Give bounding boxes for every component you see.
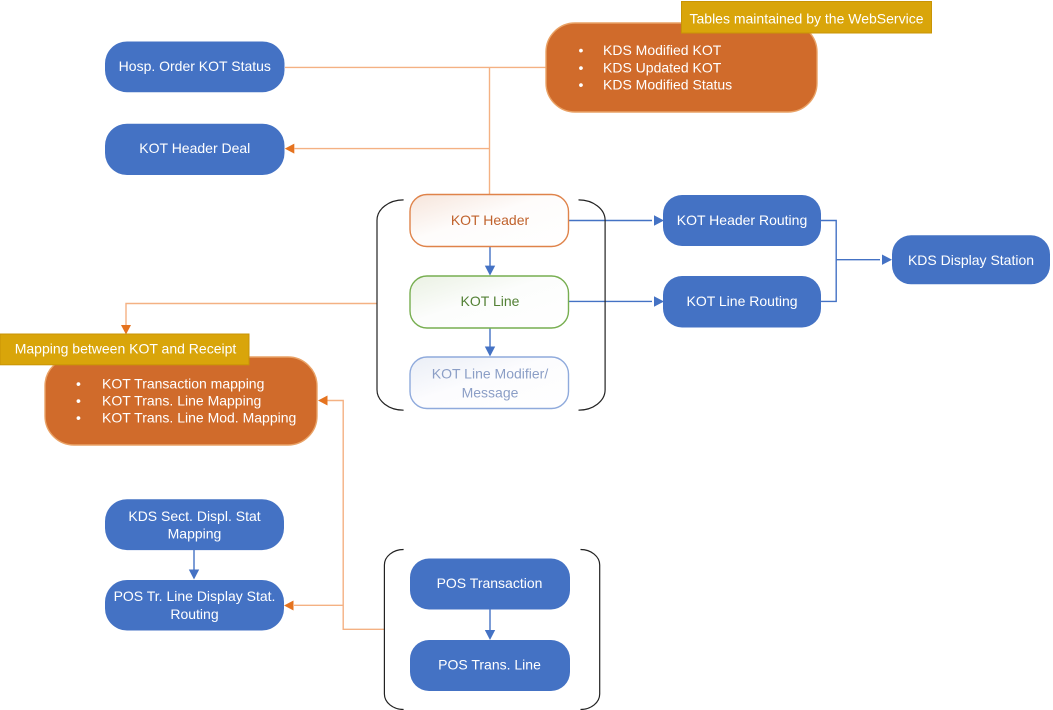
svg-text:KOT Trans. Line Mapping: KOT Trans. Line Mapping bbox=[102, 393, 261, 409]
svg-text:Mapping: Mapping bbox=[168, 525, 222, 541]
svg-text:KOT Header Deal: KOT Header Deal bbox=[139, 140, 250, 156]
svg-text:POS Tr. Line Display Stat.: POS Tr. Line Display Stat. bbox=[114, 588, 276, 604]
svg-text:KDS Sect. Displ. Stat: KDS Sect. Displ. Stat bbox=[128, 508, 260, 524]
svg-text:•: • bbox=[76, 376, 81, 392]
svg-text:KOT Header Routing: KOT Header Routing bbox=[677, 212, 807, 228]
svg-text:POS Trans. Line: POS Trans. Line bbox=[438, 657, 541, 673]
svg-text:Tables maintained by the WebSe: Tables maintained by the WebService bbox=[690, 11, 924, 27]
svg-text:POS Transaction: POS Transaction bbox=[437, 575, 543, 591]
svg-text:Mapping between KOT and Receip: Mapping between KOT and Receipt bbox=[15, 341, 237, 357]
svg-text:KOT Line Routing: KOT Line Routing bbox=[686, 293, 797, 309]
svg-text:KOT Transaction mapping: KOT Transaction mapping bbox=[102, 376, 264, 392]
svg-text:•: • bbox=[579, 59, 584, 75]
svg-text:KOT Header: KOT Header bbox=[451, 212, 530, 228]
svg-text:KOT Line: KOT Line bbox=[461, 293, 520, 309]
svg-text:KDS Modified KOT: KDS Modified KOT bbox=[603, 42, 722, 58]
svg-text:•: • bbox=[579, 42, 584, 58]
svg-text:•: • bbox=[579, 77, 584, 93]
svg-text:Routing: Routing bbox=[170, 606, 218, 622]
svg-text:•: • bbox=[76, 393, 81, 409]
svg-text:KDS Updated KOT: KDS Updated KOT bbox=[603, 59, 722, 75]
svg-text:Message: Message bbox=[462, 384, 519, 400]
svg-text:KOT Trans. Line Mod. Mapping: KOT Trans. Line Mod. Mapping bbox=[102, 409, 296, 425]
svg-text:•: • bbox=[76, 409, 81, 425]
svg-text:Hosp. Order KOT Status: Hosp. Order KOT Status bbox=[119, 58, 271, 74]
svg-text:KDS Display Station: KDS Display Station bbox=[908, 252, 1034, 268]
svg-text:KOT Line Modifier/: KOT Line Modifier/ bbox=[432, 365, 549, 381]
svg-text:KDS Modified Status: KDS Modified Status bbox=[603, 77, 732, 93]
